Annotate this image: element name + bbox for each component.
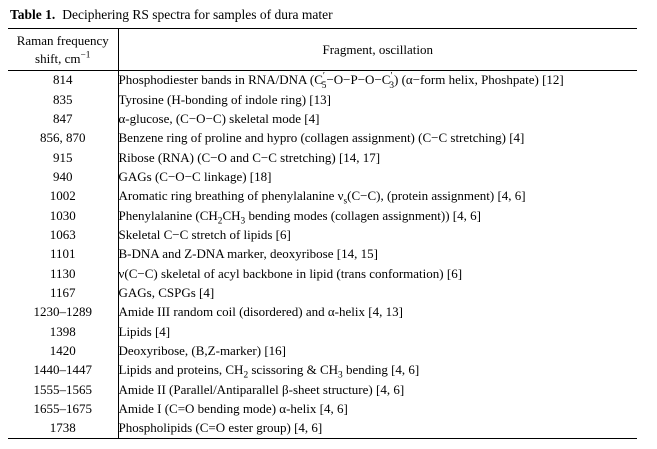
raman-shift-cell: 1440–1447	[8, 360, 119, 380]
raman-shift-cell: 1555–1565	[8, 380, 119, 400]
fragment-cell: Aromatic ring breathing of phenylalanine…	[118, 188, 526, 207]
raman-shift-cell: 1655–1675	[8, 399, 119, 419]
fragment-cell: α-glucose, (C−O−C) skeletal mode [4]	[118, 110, 320, 126]
table-header: Raman frequency shift, cm−1 Fragment, os…	[8, 28, 637, 71]
page: Table 1. Deciphering RS spectra for sampl…	[8, 6, 647, 439]
raman-shift-cell: 1002	[8, 186, 119, 206]
raman-table: Raman frequency shift, cm−1 Fragment, os…	[8, 28, 637, 439]
fragment-cell: GAGs (C−O−C linkage) [18]	[118, 168, 272, 184]
fragment-cell: Amide II (Parallel/Antiparallel β-sheet …	[118, 381, 405, 397]
raman-shift-cell: 835	[8, 89, 119, 110]
table-title-label: Table 1.	[10, 7, 56, 22]
fragment-cell: Benzene ring of proline and hypro (colla…	[118, 130, 525, 146]
raman-shift-cell: 814	[8, 70, 119, 90]
fragment-cell: Phospholipids (C=O ester group) [4, 6]	[118, 420, 323, 436]
raman-shift-cell: 1130	[8, 263, 119, 284]
fragment-cell: GAGs, CSPGs [4]	[118, 284, 215, 300]
raman-shift-cell: 856, 870	[8, 128, 119, 148]
fragment-cell: ν(C−C) skeletal of acyl backbone in lipi…	[118, 265, 463, 281]
fragment-cell: Deoxyribose, (B,Z-marker) [16]	[118, 342, 287, 358]
raman-shift-cell: 1230–1289	[8, 302, 119, 322]
col-header-raman-shift-line2: shift, cm−1	[35, 50, 91, 66]
col-header-raman-shift-line1: Raman frequency	[16, 32, 109, 48]
raman-shift-cell: 1398	[8, 321, 119, 342]
header-row: Raman frequency shift, cm−1 Fragment, os…	[8, 28, 637, 71]
raman-shift-cell: 940	[8, 167, 119, 187]
fragment-cell: Skeletal C−C stretch of lipids [6]	[118, 226, 291, 242]
fragment-cell: Amide III random coil (disordered) and α…	[118, 304, 403, 320]
fragment-cell: Lipids and proteins, CH2 scissoring & CH…	[118, 362, 420, 381]
raman-shift-cell: 847	[8, 109, 119, 129]
col-header-raman-shift: Raman frequency shift, cm−1	[8, 28, 119, 71]
fragment-cell: Lipids [4]	[118, 323, 171, 339]
raman-shift-cell: 1101	[8, 244, 119, 264]
raman-shift-cell: 1030	[8, 205, 119, 226]
raman-shift-cell: 1738	[8, 418, 119, 439]
raman-shift-cell: 1063	[8, 225, 119, 245]
fragment-cell: B-DNA and Z-DNA marker, deoxyribose [14,…	[118, 246, 378, 262]
raman-shift-cell: 1167	[8, 283, 119, 303]
fragment-cell: Tyrosine (H-bonding of indole ring) [13]	[118, 91, 331, 107]
fragment-cell: Amide I (C=O bending mode) α-helix [4, 6…	[118, 401, 348, 417]
raman-shift-cell: 1420	[8, 341, 119, 361]
fragment-cell: Ribose (RNA) (C−O and C−C stretching) [1…	[118, 149, 381, 165]
fragment-cell: Phosphodiester bands in RNA/DNA (C′5−O−P…	[118, 72, 564, 92]
table-title: Table 1. Deciphering RS spectra for sampl…	[10, 6, 647, 23]
fragment-cell: Phenylalanine (CH2CH3 bending modes (col…	[118, 207, 481, 227]
table-title-text: Deciphering RS spectra for samples of du…	[62, 7, 333, 22]
col-header-fragment: Fragment, oscillation	[118, 28, 637, 71]
raman-shift-cell: 915	[8, 147, 119, 168]
